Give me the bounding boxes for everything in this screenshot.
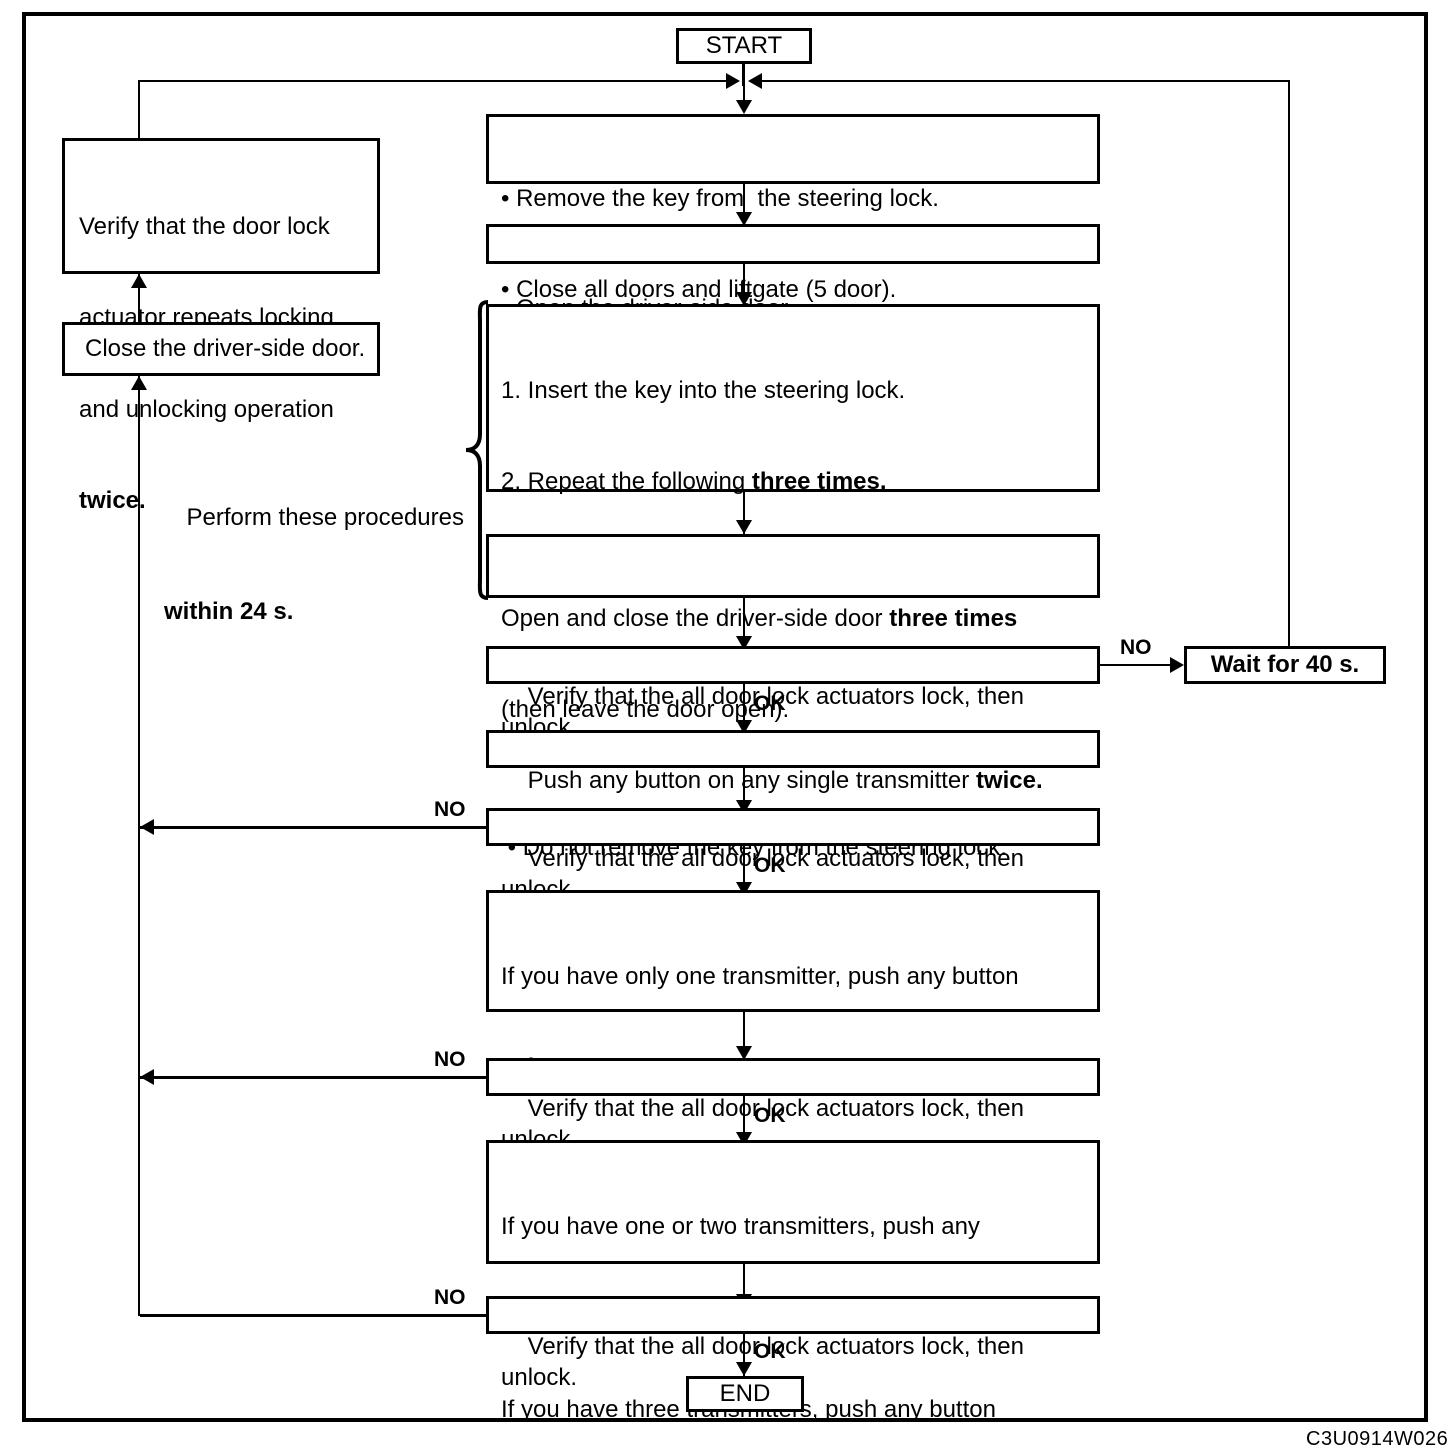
node-verify-actuators-2: Verify that the all door lock actuators …	[486, 808, 1100, 903]
connector-bus-to-closedoor	[138, 376, 140, 416]
connector-left-return-top	[138, 80, 728, 82]
node-start: START	[676, 28, 812, 64]
node-verify-actuators-4: Verify that the all door lock actuators …	[486, 1296, 1100, 1391]
push-last-line-1: If you have one or two transmitters, pus…	[501, 1212, 980, 1240]
diagram-frame	[22, 12, 1428, 1422]
node-push-single-transmitter: Push any button on any single transmitte…	[486, 730, 1100, 794]
node-start-label: START	[705, 31, 783, 59]
connector-start-to-junction	[742, 62, 745, 86]
node-remove-key: • Remove the key from the steering lock.…	[486, 114, 1100, 303]
branch-label-no-1: NO	[1120, 636, 1152, 659]
arrowhead-to-remove-key	[736, 100, 752, 114]
node-verify-repeat-twice: Verify that the door lock actuator repea…	[62, 138, 380, 514]
branch-label-ok-4: OK	[754, 1340, 786, 1363]
connector-right-return-top	[758, 80, 1290, 82]
arrowhead-to-verify-repeat	[131, 274, 147, 288]
node-push-other-transmitters: If you have only one transmitter, push a…	[486, 890, 1100, 1264]
branch-label-no-4: NO	[434, 1286, 466, 1309]
connector-verify2-no	[140, 826, 488, 829]
node-push-last-transmitter: If you have one or two transmitters, pus…	[486, 1140, 1100, 1423]
connector-verify3-no	[140, 1076, 488, 1079]
push-other-line-1: If you have only one transmitter, push a…	[501, 962, 1019, 990]
arrowhead-to-wait40	[1170, 657, 1184, 673]
remove-key-line-2: • Close all doors and liftgate (5 door).	[501, 276, 897, 304]
arrowhead-right-return	[748, 73, 762, 89]
perform-within-line-2: within 24 s.	[164, 597, 294, 625]
node-close-driver-door: Close the driver-side door.	[62, 322, 380, 376]
connector-pushsingle-to-verify2	[743, 766, 745, 814]
connector-opendoor-to-ignition	[743, 262, 745, 304]
open-close-line-1: Open and close the driver-side door thre…	[501, 604, 1018, 632]
verify-repeat-line-1: Verify that the door lock	[79, 212, 330, 240]
arrowhead-to-openclose	[736, 520, 752, 534]
arrowhead-to-close-door	[131, 376, 147, 390]
arrowhead-to-end	[736, 1362, 752, 1376]
node-open-driver-door: • Open the driver-side door.	[486, 224, 1100, 322]
branch-label-ok-2: OK	[754, 854, 786, 877]
connector-verify3-to-pushlast	[743, 1094, 745, 1146]
arrowhead-to-verify3	[736, 1046, 752, 1060]
connector-right-return-vertical	[1288, 80, 1290, 646]
perform-within-line-1: Perform these procedures	[186, 504, 464, 532]
perform-within-24s-note: Perform these procedures within 24 s.	[164, 440, 464, 690]
connector-closedoor-to-verifyrepeat	[138, 274, 140, 322]
node-ignition-cycle: 1. Insert the key into the steering lock…	[486, 304, 1100, 861]
node-end: END	[686, 1376, 804, 1412]
verify-2-label: Verify that the all door lock actuators …	[501, 845, 1024, 902]
connector-verify1-to-pushsingle	[743, 682, 745, 734]
push-single-label: Push any button on any single transmitte…	[527, 767, 1043, 795]
connector-verify1-no	[1100, 664, 1174, 666]
node-wait-40s: Wait for 40 s.	[1184, 646, 1386, 684]
arrowhead-to-open-door	[736, 212, 752, 226]
close-driver-door-label: Close the driver-side door.	[85, 334, 366, 362]
verify-repeat-line-4: twice.	[79, 487, 146, 515]
verify-4-label: Verify that the all door lock actuators …	[501, 1333, 1031, 1391]
branch-label-ok-1: OK	[754, 692, 786, 715]
figure-code: C3U0914W026	[1306, 1428, 1449, 1450]
open-close-line-2: (then leave the door open).	[501, 695, 1087, 725]
connector-pushlast-to-verify4	[743, 1262, 745, 1308]
remove-key-line-1: • Remove the key from the steering lock.	[501, 184, 939, 212]
branch-label-no-3: NO	[434, 1048, 466, 1071]
arrowhead-left-return	[726, 73, 740, 89]
verify-3-label: Verify that the all door lock actuators …	[501, 1095, 1024, 1152]
connector-openclose-to-verify1	[743, 596, 745, 650]
connector-verify4-no	[140, 1314, 488, 1317]
connector-ignition-to-openclose	[743, 490, 745, 534]
node-end-label: END	[719, 1379, 771, 1407]
arrowhead-to-ignition	[736, 292, 752, 306]
procedure-grouping-brace	[462, 300, 492, 600]
arrowhead-verify2-no	[140, 819, 154, 835]
connector-verify4-to-end	[743, 1332, 745, 1376]
node-verify-actuators-1: Verify that the all door lock actuators …	[486, 646, 1100, 741]
node-verify-actuators-3: Verify that the all door lock actuators …	[486, 1058, 1100, 1153]
wait-40s-label: Wait for 40 s.	[1210, 650, 1360, 678]
connector-left-return-vertical	[138, 80, 140, 1316]
verify-repeat-line-3: and unlocking operation	[79, 395, 334, 423]
ignition-line-2: 2. Repeat the following three times.	[501, 468, 887, 496]
connector-verify2-to-pushother	[743, 844, 745, 896]
branch-label-no-2: NO	[434, 798, 466, 821]
connector-junction-down	[743, 80, 745, 112]
connector-pushother-to-verify3	[743, 1010, 745, 1060]
connector-removekey-to-opendoor	[743, 182, 745, 224]
node-open-close-door-three-times: Open and close the driver-side door thre…	[486, 534, 1100, 723]
arrowhead-verify3-no	[140, 1069, 154, 1085]
branch-label-ok-3: OK	[754, 1104, 786, 1127]
ignition-line-1: 1. Insert the key into the steering lock…	[501, 376, 906, 404]
